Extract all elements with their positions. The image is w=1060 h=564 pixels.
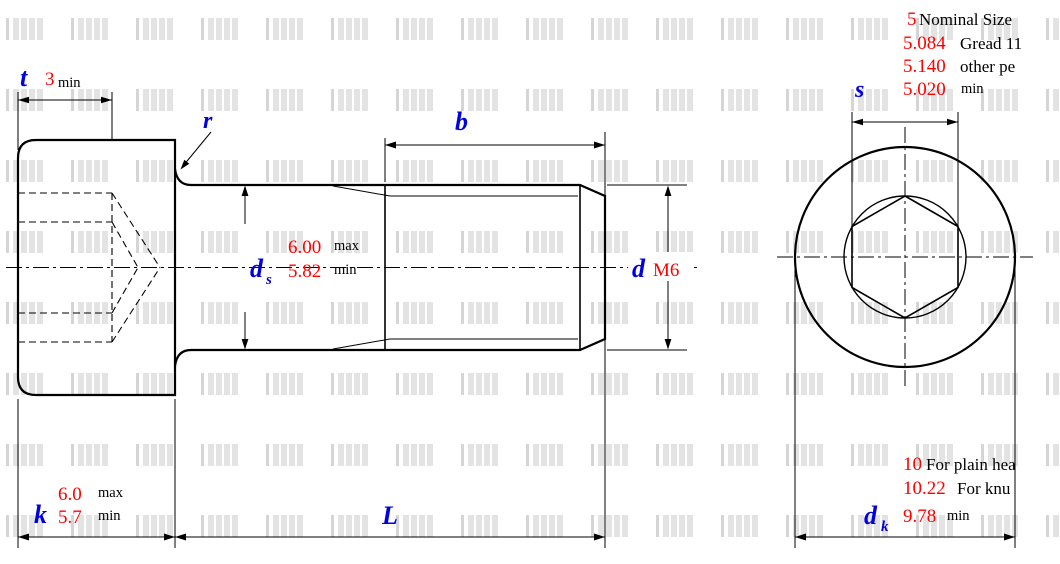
dk-knurled-label: For knu [957,479,1011,498]
s-symbol: s [854,77,864,103]
dk-dimension: 10 For plain hea 10.22 For knu d k 9.78 … [794,263,1016,548]
k-max-value: 6.0 [58,484,82,505]
d-dimension: d M6 [607,184,694,351]
dk-symbol-subscript: k [881,519,889,535]
s-dimension: 5 Nominal Size 5.084 Gread 11 5.140 othe… [851,9,1022,230]
k-min-value: 5.7 [58,507,82,528]
screw-head-outline [16,138,177,397]
ds-min-value: 5.82 [288,261,321,282]
k-min-label: min [98,508,121,524]
ds-dimension: d s 6.00 max 5.82 min [241,185,360,350]
s-nominal-value: 5 [907,9,917,30]
r-symbol: r [203,108,213,134]
d-value: M6 [653,260,679,281]
t-value: 3 [45,69,55,90]
dk-min-label: min [947,508,970,524]
d-symbol: d [632,254,646,283]
d-label-backplate [628,252,694,281]
ds-min-label: min [334,262,357,278]
L-symbol: L [381,501,398,530]
dk-plain-label: For plain hea [926,455,1016,474]
t-dimension: t 3 min [17,63,113,150]
t-min-label: min [58,75,81,91]
dk-knurled-value: 10.22 [903,478,946,499]
thread-lines [332,185,578,350]
k-symbol: k [34,500,47,529]
hex-socket-hidden-lines [18,192,161,343]
ds-symbol-subscript: s [265,272,272,288]
dk-symbol: d [864,501,878,530]
r-leader: r [180,108,213,170]
s-other-label: other pe [960,57,1015,76]
b-dimension: b [384,107,606,548]
s-grade-label: Gread 11 [960,34,1022,53]
k-dimension: k 6.0 max 5.7 min [17,399,176,548]
s-grade-value: 5.084 [903,33,946,54]
s-min-value: 5.020 [903,79,946,100]
dk-plain-value: 10 [903,454,922,475]
ds-symbol: d [250,254,264,283]
ds-max-label: max [334,238,360,254]
t-symbol: t [20,63,28,92]
s-min-label: min [961,81,984,97]
s-nominal-label: Nominal Size [919,10,1012,29]
L-dimension: L [175,501,605,541]
ds-max-value: 6.00 [288,237,321,258]
s-other-value: 5.140 [903,56,946,77]
k-max-label: max [98,485,124,501]
end-view-centerlines [777,127,1033,389]
dk-min-value: 9.78 [903,506,936,527]
b-symbol: b [455,107,468,136]
